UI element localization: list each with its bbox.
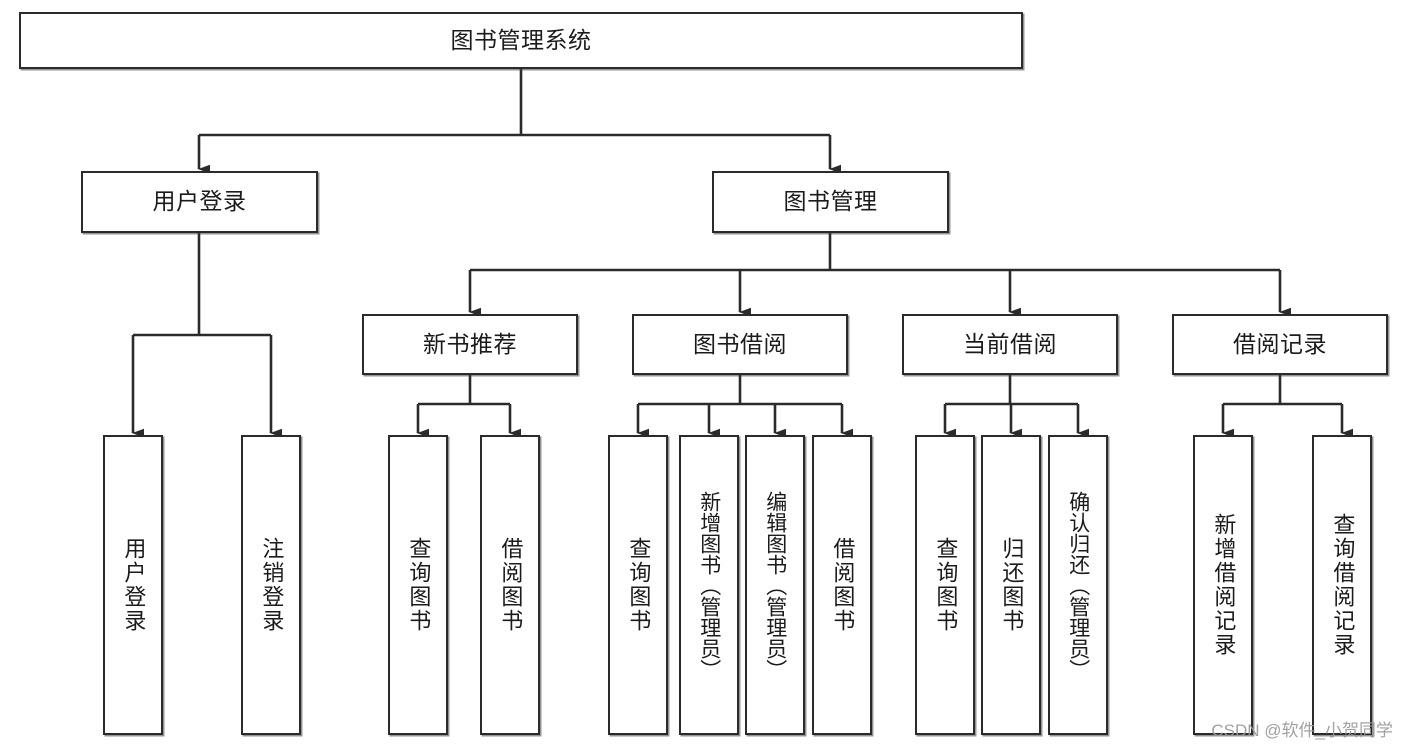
node-book-borrow[interactable]: 图书借阅 xyxy=(632,314,848,375)
node-leaf-user-login[interactable]: 用户登录 xyxy=(103,435,163,735)
node-leaf-return-book[interactable]: 归还图书 xyxy=(981,435,1041,735)
node-leaf-borrow-book-1[interactable]: 借阅图书 xyxy=(480,435,540,735)
node-leaf-borrow-book-2[interactable]: 借阅图书 xyxy=(812,435,872,735)
node-leaf-query-book-1[interactable]: 查询图书 xyxy=(388,435,448,735)
node-label-leaf-logout-login: 注销登录 xyxy=(259,537,285,633)
node-label-leaf-borrow-book-2: 借阅图书 xyxy=(830,537,856,633)
node-leaf-query-book-3[interactable]: 查询图书 xyxy=(915,435,975,735)
node-leaf-query-book-2[interactable]: 查询图书 xyxy=(608,435,668,735)
node-label-leaf-user-login: 用户登录 xyxy=(121,537,147,633)
node-label-leaf-confirm-return-admin: 确认归还（管理员） xyxy=(1066,490,1090,680)
node-label-leaf-borrow-book-1: 借阅图书 xyxy=(498,537,524,633)
node-borrow-record[interactable]: 借阅记录 xyxy=(1172,314,1388,375)
node-label-leaf-return-book: 归还图书 xyxy=(999,537,1025,633)
node-label-leaf-query-book-2: 查询图书 xyxy=(626,537,652,633)
node-user-login[interactable]: 用户登录 xyxy=(81,171,318,233)
node-book-manage[interactable]: 图书管理 xyxy=(712,171,949,233)
node-current-borrow[interactable]: 当前借阅 xyxy=(902,314,1118,375)
node-leaf-add-book-admin[interactable]: 新增图书（管理员） xyxy=(679,435,739,735)
node-label-user-login: 用户登录 xyxy=(152,188,247,215)
node-leaf-query-borrow-record[interactable]: 查询借阅记录 xyxy=(1312,435,1372,735)
node-label-root: 图书管理系统 xyxy=(450,26,592,53)
node-label-book-borrow: 图书借阅 xyxy=(693,330,787,357)
node-leaf-logout-login[interactable]: 注销登录 xyxy=(241,435,301,735)
node-leaf-confirm-return-admin[interactable]: 确认归还（管理员） xyxy=(1048,435,1108,735)
node-label-leaf-add-borrow-record: 新增借阅记录 xyxy=(1211,513,1237,657)
node-label-current-borrow: 当前借阅 xyxy=(963,330,1057,357)
node-label-leaf-query-book-1: 查询图书 xyxy=(406,537,432,633)
node-label-leaf-edit-book-admin: 编辑图书（管理员） xyxy=(763,490,787,680)
node-label-leaf-query-book-3: 查询图书 xyxy=(933,537,959,633)
node-label-borrow-record: 借阅记录 xyxy=(1233,330,1327,357)
node-label-leaf-query-borrow-record: 查询借阅记录 xyxy=(1330,513,1356,657)
node-root[interactable]: 图书管理系统 xyxy=(19,12,1023,69)
node-label-leaf-add-book-admin: 新增图书（管理员） xyxy=(697,490,721,680)
node-leaf-edit-book-admin[interactable]: 编辑图书（管理员） xyxy=(745,435,805,735)
node-label-book-manage: 图书管理 xyxy=(783,188,878,215)
node-label-new-book-recommend: 新书推荐 xyxy=(423,330,517,357)
connector-group xyxy=(131,69,1353,438)
node-new-book-recommend[interactable]: 新书推荐 xyxy=(362,314,578,375)
node-leaf-add-borrow-record[interactable]: 新增借阅记录 xyxy=(1193,435,1253,735)
